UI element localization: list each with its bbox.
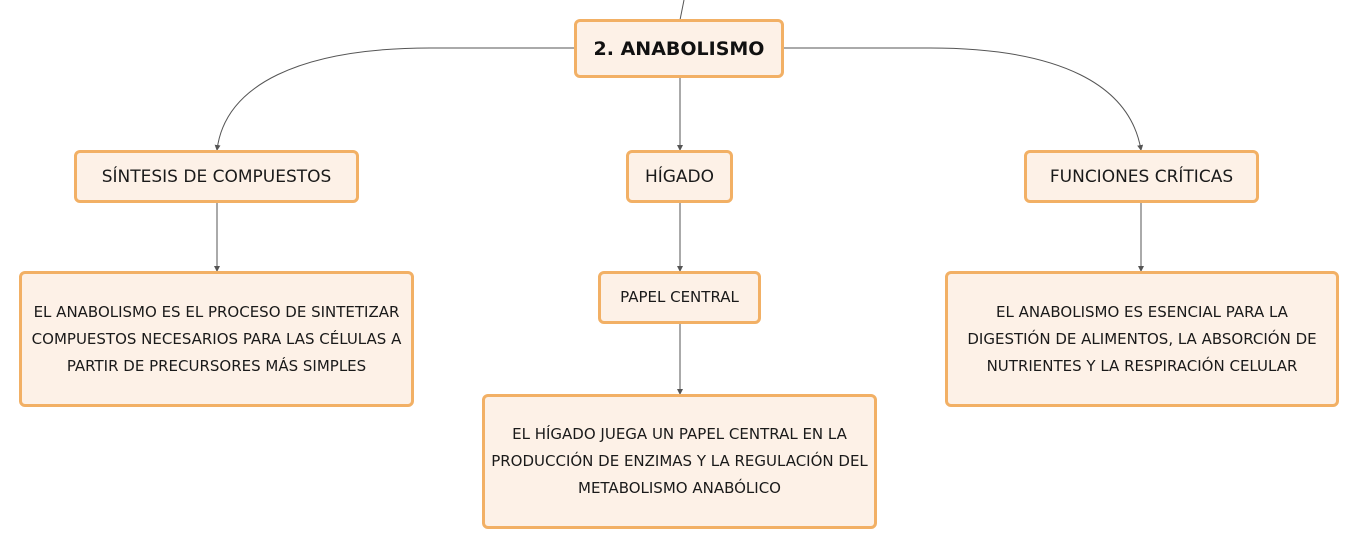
detail-node-sintesis[interactable]: EL ANABOLISMO ES EL PROCESO DE SINTETIZA… <box>19 271 414 407</box>
connector-incoming-root <box>679 0 685 21</box>
connector-root-to-sintesis <box>214 47 574 151</box>
subtopic-node-papel-central[interactable]: PAPEL CENTRAL <box>598 271 761 324</box>
topic-node-label: FUNCIONES CRÍTICAS <box>1049 166 1234 187</box>
root-node[interactable]: 2. ANABOLISMO <box>574 19 784 78</box>
detail-node-text: EL ANABOLISMO ES ESENCIAL PARA LA DIGEST… <box>967 302 1317 375</box>
detail-node-funciones[interactable]: EL ANABOLISMO ES ESENCIAL PARA LA DIGEST… <box>945 271 1339 407</box>
topic-node-funciones[interactable]: FUNCIONES CRÍTICAS <box>1024 150 1259 203</box>
connector-root-to-funciones <box>784 47 1144 151</box>
topic-node-higado[interactable]: HÍGADO <box>626 150 733 203</box>
topic-node-label: SÍNTESIS DE COMPUESTOS <box>101 166 332 187</box>
topic-node-sintesis[interactable]: SÍNTESIS DE COMPUESTOS <box>74 150 359 203</box>
subtopic-node-label: PAPEL CENTRAL <box>620 288 739 306</box>
detail-node-higado[interactable]: EL HÍGADO JUEGA UN PAPEL CENTRAL EN LA P… <box>482 394 877 529</box>
detail-node-text: EL ANABOLISMO ES EL PROCESO DE SINTETIZA… <box>31 302 402 375</box>
root-node-label: 2. ANABOLISMO <box>593 37 765 60</box>
detail-node-text: EL HÍGADO JUEGA UN PAPEL CENTRAL EN LA P… <box>491 425 868 497</box>
topic-node-label: HÍGADO <box>644 166 715 187</box>
